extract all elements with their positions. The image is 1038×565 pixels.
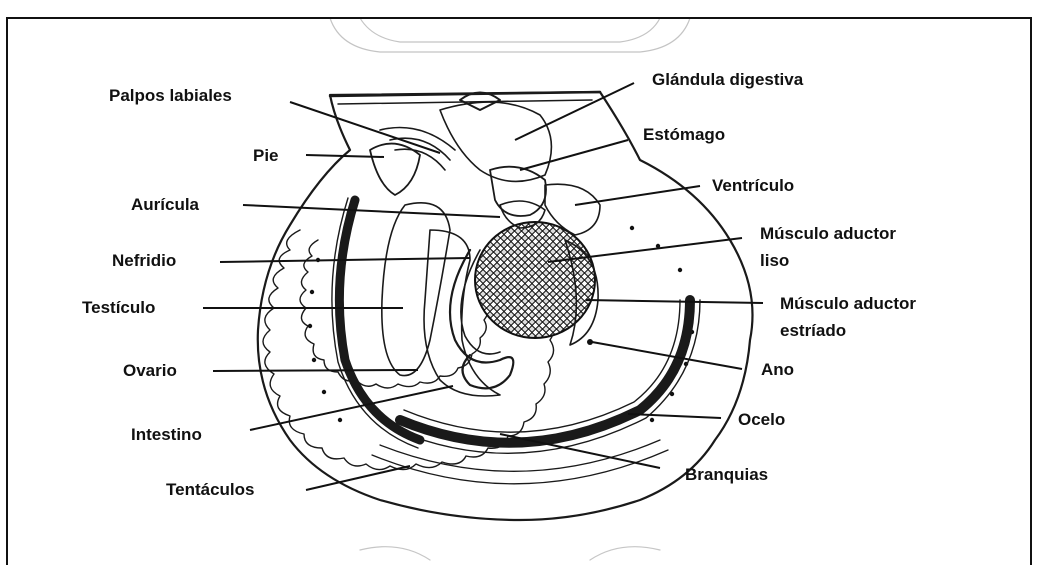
leader-auricula bbox=[243, 205, 500, 217]
leader-ventriculo bbox=[575, 186, 700, 205]
label-musculo-liso-2: liso bbox=[760, 251, 789, 270]
label-musculo-estriado-2: estríado bbox=[780, 321, 846, 340]
leader-estomago bbox=[520, 140, 628, 170]
leader-ovario bbox=[213, 370, 418, 371]
label-intestino: Intestino bbox=[131, 425, 202, 444]
adductor-muscle-smooth bbox=[475, 222, 595, 338]
label-ocelo: Ocelo bbox=[738, 410, 785, 429]
label-testiculo: Testículo bbox=[82, 298, 155, 317]
label-ano: Ano bbox=[761, 360, 794, 379]
leader-branquias bbox=[500, 434, 660, 468]
label-palpos-labiales: Palpos labiales bbox=[109, 86, 232, 105]
digestive-gland bbox=[440, 102, 551, 181]
leader-musculo-estriado bbox=[586, 300, 763, 303]
label-nefridio: Nefridio bbox=[112, 251, 176, 270]
label-ovario: Ovario bbox=[123, 361, 177, 380]
label-musculo-liso-1: Músculo aductor bbox=[760, 224, 896, 243]
label-tentaculos: Tentáculos bbox=[166, 480, 254, 499]
gill-band-left bbox=[339, 200, 420, 440]
stomach bbox=[490, 167, 546, 216]
leader-ocelo bbox=[628, 414, 721, 418]
label-ventriculo: Ventrículo bbox=[712, 176, 794, 195]
leader-palpos bbox=[290, 102, 440, 153]
label-estomago: Estómago bbox=[643, 125, 725, 144]
leader-ano bbox=[592, 342, 742, 369]
label-auricula: Aurícula bbox=[131, 195, 200, 214]
label-glandula-digestiva: Glándula digestiva bbox=[652, 70, 804, 89]
label-pie: Pie bbox=[253, 146, 279, 165]
testis bbox=[382, 203, 450, 376]
leader-pie bbox=[306, 155, 384, 157]
label-musculo-estriado-1: Músculo aductor bbox=[780, 294, 916, 313]
foot bbox=[370, 144, 420, 195]
label-branquias: Branquias bbox=[685, 465, 768, 484]
